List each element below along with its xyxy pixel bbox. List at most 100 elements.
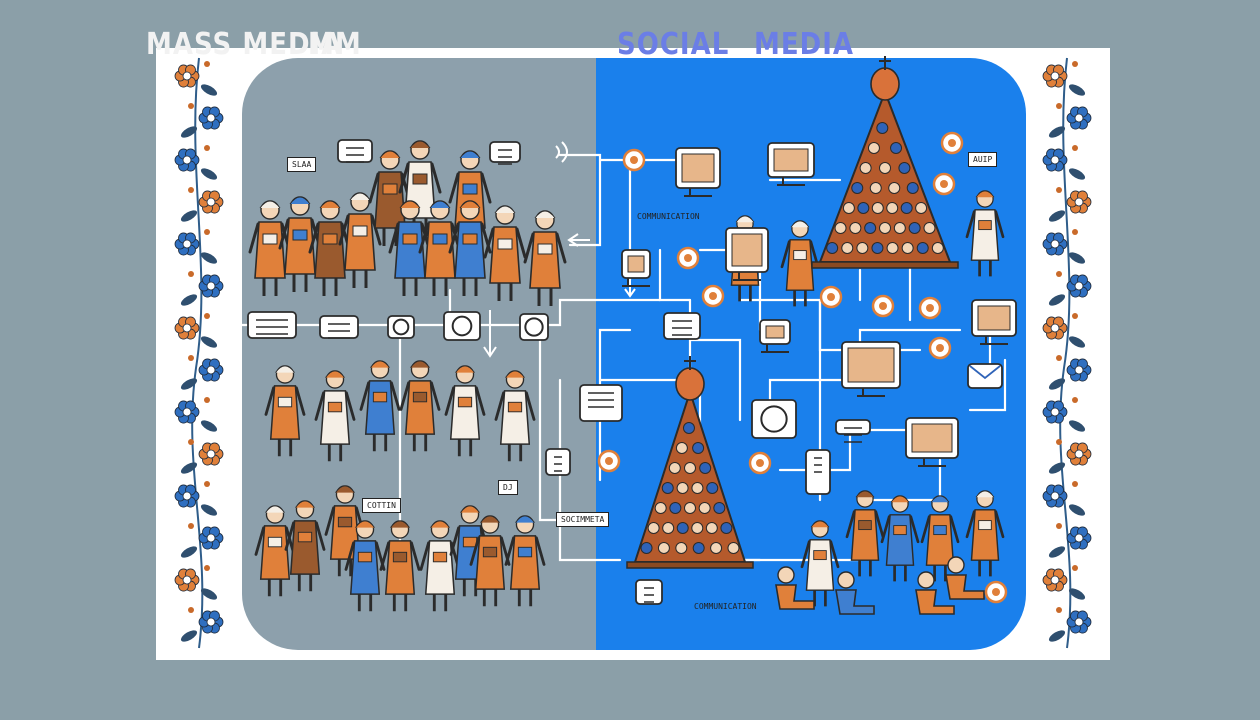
flower-icon xyxy=(174,232,200,256)
share-icon xyxy=(932,172,956,196)
connector-line xyxy=(658,248,692,302)
flower-icon xyxy=(174,148,200,172)
photo-card-icon xyxy=(759,319,791,353)
berry-icon xyxy=(1056,607,1062,613)
person-figure xyxy=(264,365,306,457)
seated-person xyxy=(915,571,955,615)
envelope-icon xyxy=(967,363,1003,389)
left-arrow-icon xyxy=(567,233,590,247)
document-icon xyxy=(663,312,701,340)
person-figure xyxy=(494,370,536,462)
leaf-icon xyxy=(1068,504,1086,516)
down-arrow-icon xyxy=(483,310,497,358)
leaf-icon xyxy=(180,126,198,138)
berry-icon xyxy=(204,61,210,67)
berry-icon xyxy=(1056,523,1062,529)
flower-icon xyxy=(1066,442,1092,466)
smartphone-icon xyxy=(805,449,831,495)
badge-icon xyxy=(918,296,942,320)
flower-icon xyxy=(174,316,200,340)
leaf-icon xyxy=(180,294,198,306)
connector-line xyxy=(558,378,622,562)
person-figure xyxy=(469,515,511,607)
connector-line xyxy=(688,338,742,422)
media-badge-icon xyxy=(635,579,663,605)
person-figure xyxy=(344,520,386,612)
berry-icon xyxy=(204,565,210,571)
leaf-icon xyxy=(200,84,218,96)
flower-icon xyxy=(1042,568,1068,592)
camera-icon xyxy=(443,311,481,341)
settings-icon xyxy=(984,580,1008,604)
leaf-icon xyxy=(180,546,198,558)
person-figure xyxy=(359,360,401,452)
berry-icon xyxy=(1056,355,1062,361)
flower-icon xyxy=(198,106,224,130)
berry-icon xyxy=(1072,313,1078,319)
link-icon xyxy=(940,131,964,155)
label-slaa: SLAA xyxy=(287,157,317,172)
leaf-icon xyxy=(1048,378,1066,390)
berry-icon xyxy=(1072,481,1078,487)
person-figure xyxy=(419,520,461,612)
connector-line xyxy=(538,338,602,522)
person-figure xyxy=(368,150,412,246)
flower-icon xyxy=(1042,484,1068,508)
person-figure xyxy=(254,505,296,597)
label-auip: AUIP xyxy=(968,152,998,167)
person-figure xyxy=(399,360,441,452)
like-icon xyxy=(748,451,772,475)
flower-icon xyxy=(1066,274,1092,298)
computer-monitor-icon xyxy=(905,417,959,467)
seated-person xyxy=(775,566,815,610)
berry-icon xyxy=(1056,439,1062,445)
flower-icon xyxy=(198,526,224,550)
reaction-icon xyxy=(928,336,952,360)
flower-icon xyxy=(198,190,224,214)
chat-bubble-icon xyxy=(247,311,297,339)
berry-icon xyxy=(1072,145,1078,151)
person-figure xyxy=(523,210,567,306)
berry-icon xyxy=(204,397,210,403)
message-card-icon xyxy=(489,141,521,165)
berry-icon xyxy=(188,187,194,193)
flower-icon xyxy=(198,358,224,382)
tablet-icon xyxy=(751,399,797,439)
flower-icon xyxy=(198,610,224,634)
leaf-icon xyxy=(200,168,218,180)
person-figure xyxy=(483,205,527,301)
person-figure xyxy=(278,196,322,292)
leaf-icon xyxy=(200,420,218,432)
flower-icon xyxy=(1042,316,1068,340)
person-figure xyxy=(314,370,356,462)
flower-icon xyxy=(1042,64,1068,88)
leaf-icon xyxy=(1048,126,1066,138)
person-figure xyxy=(965,490,1005,577)
berry-icon xyxy=(188,355,194,361)
flower-icon xyxy=(174,484,200,508)
message-card-icon xyxy=(319,315,359,339)
leaf-icon xyxy=(1048,630,1066,642)
flower-icon xyxy=(198,274,224,298)
person-figure xyxy=(448,200,492,296)
leaf-icon xyxy=(1068,336,1086,348)
flower-icon xyxy=(174,64,200,88)
label-communication-bottom: COMMUNICATION xyxy=(694,602,757,611)
flower-icon xyxy=(1042,232,1068,256)
social-title: SOCIAL xyxy=(617,27,730,63)
person-figure xyxy=(504,515,546,607)
leaf-icon xyxy=(1068,84,1086,96)
berry-icon xyxy=(188,439,194,445)
flower-icon xyxy=(1066,106,1092,130)
computer-monitor-icon xyxy=(725,227,769,281)
connector-line xyxy=(598,328,632,482)
play-button-icon xyxy=(519,313,549,341)
leaf-icon xyxy=(180,378,198,390)
person-figure xyxy=(444,365,486,457)
person-figure xyxy=(379,520,421,612)
berry-icon xyxy=(1072,397,1078,403)
mass-media-title: MASS MEDIA xyxy=(146,27,343,63)
label-socimmeta: SOCIMMETA xyxy=(556,512,610,527)
folk-floral-border-right xyxy=(1042,57,1092,649)
berry-icon xyxy=(1072,565,1078,571)
